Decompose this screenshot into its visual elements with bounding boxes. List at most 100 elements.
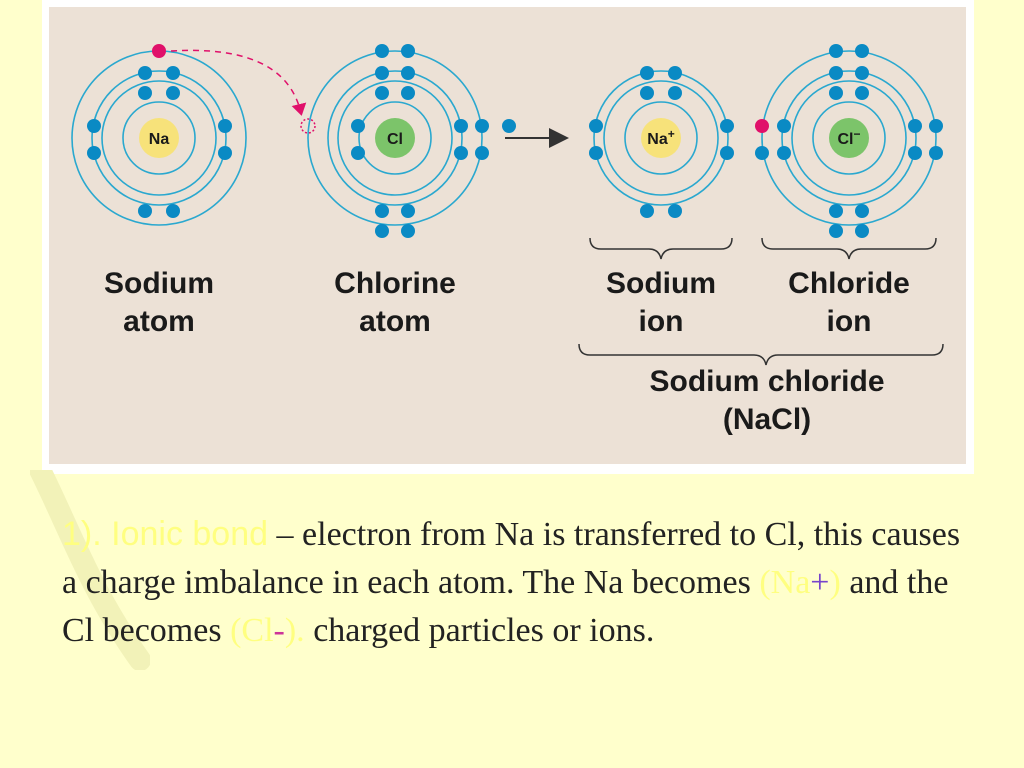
electron bbox=[87, 119, 101, 133]
electron bbox=[351, 119, 365, 133]
electron bbox=[929, 146, 943, 160]
chloride-ion-caption-1: Chloride bbox=[788, 267, 910, 300]
electron bbox=[218, 119, 232, 133]
electron bbox=[401, 86, 415, 100]
electron bbox=[166, 66, 180, 80]
electron bbox=[829, 204, 843, 218]
sodium-atom-caption-1: Sodium bbox=[104, 267, 214, 300]
electron bbox=[908, 119, 922, 133]
sodium-shell-1 bbox=[122, 101, 196, 175]
sodium-ion-nucleus bbox=[641, 118, 681, 158]
electron bbox=[351, 146, 365, 160]
cl-ion-minus: - bbox=[273, 612, 285, 649]
electron bbox=[855, 224, 869, 238]
electron bbox=[829, 44, 843, 58]
electron bbox=[829, 86, 843, 100]
sodium-ion-caption-1: Sodium bbox=[606, 267, 716, 300]
electron bbox=[855, 44, 869, 58]
ionic-bond-diagram: Na Cl bbox=[71, 44, 944, 436]
cl-ion-open: (Cl bbox=[230, 612, 274, 649]
na-ion-plus: + bbox=[810, 564, 830, 601]
electron bbox=[401, 44, 415, 58]
electron bbox=[138, 86, 152, 100]
electron bbox=[720, 146, 734, 160]
chlorine-atom-caption-1: Chlorine bbox=[334, 267, 456, 300]
chloride-ion-shell-3 bbox=[761, 50, 937, 226]
electron bbox=[855, 66, 869, 80]
sodium-shell-2b bbox=[91, 70, 227, 206]
chlorine-nucleus bbox=[375, 118, 415, 158]
cl-ion-close: ). bbox=[284, 612, 305, 649]
sodium-electrons bbox=[87, 66, 232, 218]
chlorine-shell-2 bbox=[337, 80, 453, 196]
chloride-ion-shell-2b bbox=[781, 70, 917, 206]
chloride-ion-electrons bbox=[755, 44, 943, 238]
electron bbox=[908, 146, 922, 160]
explanation-text: 1). Ionic bond – electron from Na is tra… bbox=[62, 510, 982, 655]
sodium-ion-nucleus-label: Na+ bbox=[647, 127, 674, 148]
electron bbox=[589, 146, 603, 160]
brace-sodium-chloride bbox=[578, 343, 944, 366]
electron bbox=[589, 119, 603, 133]
chloride-ion-nucleus-label: Cl− bbox=[837, 127, 860, 148]
chloride-ion: Cl− bbox=[755, 44, 943, 238]
sodium-atom-caption-2: atom bbox=[123, 305, 195, 338]
electron bbox=[502, 119, 516, 133]
sodium-atom: Na bbox=[71, 44, 247, 226]
electron bbox=[855, 204, 869, 218]
electron bbox=[87, 146, 101, 160]
electron bbox=[755, 146, 769, 160]
chlorine-atom-caption-2: atom bbox=[359, 305, 431, 338]
section-title: 1). Ionic bond bbox=[62, 515, 269, 553]
electron bbox=[475, 119, 489, 133]
electron bbox=[640, 86, 654, 100]
sodium-ion-electrons bbox=[589, 66, 734, 218]
electron bbox=[166, 86, 180, 100]
decorative-swoosh bbox=[30, 470, 150, 670]
electron bbox=[375, 44, 389, 58]
electron bbox=[375, 86, 389, 100]
electron bbox=[138, 66, 152, 80]
electron bbox=[668, 86, 682, 100]
electron bbox=[829, 66, 843, 80]
sodium-ion-shell-2b bbox=[593, 70, 729, 206]
electron bbox=[777, 119, 791, 133]
electron bbox=[401, 66, 415, 80]
electron bbox=[640, 66, 654, 80]
electron bbox=[166, 204, 180, 218]
electron bbox=[720, 119, 734, 133]
chloride-ion-shell-1 bbox=[812, 101, 886, 175]
electron bbox=[218, 146, 232, 160]
electron bbox=[401, 224, 415, 238]
na-ion-close: ) bbox=[829, 564, 841, 601]
sodium-ion-shell-2 bbox=[603, 80, 719, 196]
sodium-ion-shell-1 bbox=[624, 101, 698, 175]
electron-vacancy bbox=[300, 118, 316, 134]
chloride-ion-nucleus bbox=[829, 118, 869, 158]
electron bbox=[375, 204, 389, 218]
figure-panel bbox=[49, 7, 966, 464]
na-ion-open: (Na bbox=[759, 564, 811, 601]
electron bbox=[375, 224, 389, 238]
electron bbox=[475, 146, 489, 160]
electron bbox=[454, 146, 468, 160]
electron bbox=[375, 66, 389, 80]
electron bbox=[777, 146, 791, 160]
electron bbox=[829, 224, 843, 238]
sodium-nucleus-label: Na bbox=[149, 131, 170, 148]
chlorine-shell-3 bbox=[307, 50, 483, 226]
electron bbox=[138, 204, 152, 218]
chlorine-atom: Cl bbox=[300, 44, 516, 238]
sodium-ion: Na+ bbox=[589, 66, 734, 218]
chlorine-electrons bbox=[351, 44, 516, 238]
transferred-electron bbox=[152, 44, 166, 58]
text-part-1: – electron from Na is transferred to Cl,… bbox=[62, 516, 961, 601]
electron bbox=[454, 119, 468, 133]
chlorine-shell-1 bbox=[358, 101, 432, 175]
electron bbox=[668, 204, 682, 218]
gained-electron bbox=[755, 119, 769, 133]
text-part-3: charged particles or ions. bbox=[304, 612, 655, 649]
chloride-ion-shell-2 bbox=[791, 80, 907, 196]
chlorine-nucleus-label: Cl bbox=[387, 131, 403, 148]
compound-caption-1: Sodium chloride bbox=[649, 365, 884, 398]
